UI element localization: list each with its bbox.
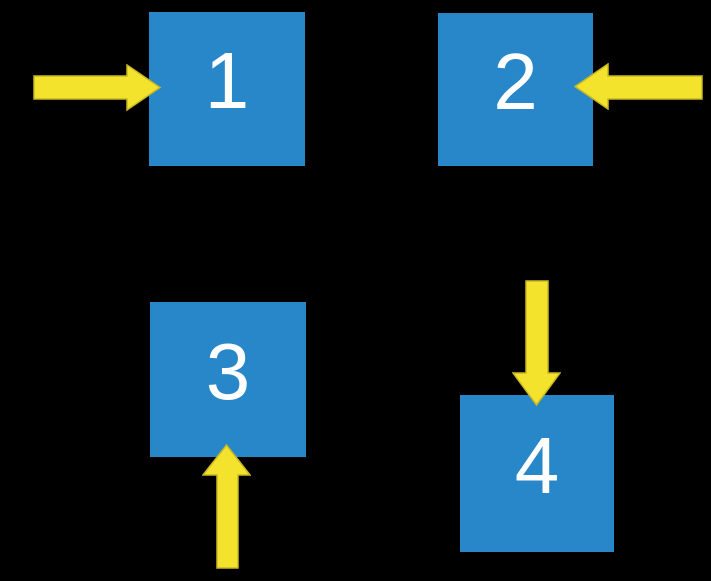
square-3-label: 3 <box>205 326 251 416</box>
square-2: 2 <box>438 13 593 166</box>
square-2-label: 2 <box>493 36 538 126</box>
square-1: 1 <box>149 12 305 166</box>
square-4: 4 <box>460 395 614 552</box>
arrow-left-icon <box>574 63 703 110</box>
arrow-right-icon <box>33 64 161 111</box>
arrow-up-icon <box>202 444 251 569</box>
square-3: 3 <box>150 302 306 457</box>
arrow-down-icon <box>512 280 561 406</box>
square-4-label: 4 <box>514 420 560 510</box>
square-1-label: 1 <box>204 36 250 125</box>
